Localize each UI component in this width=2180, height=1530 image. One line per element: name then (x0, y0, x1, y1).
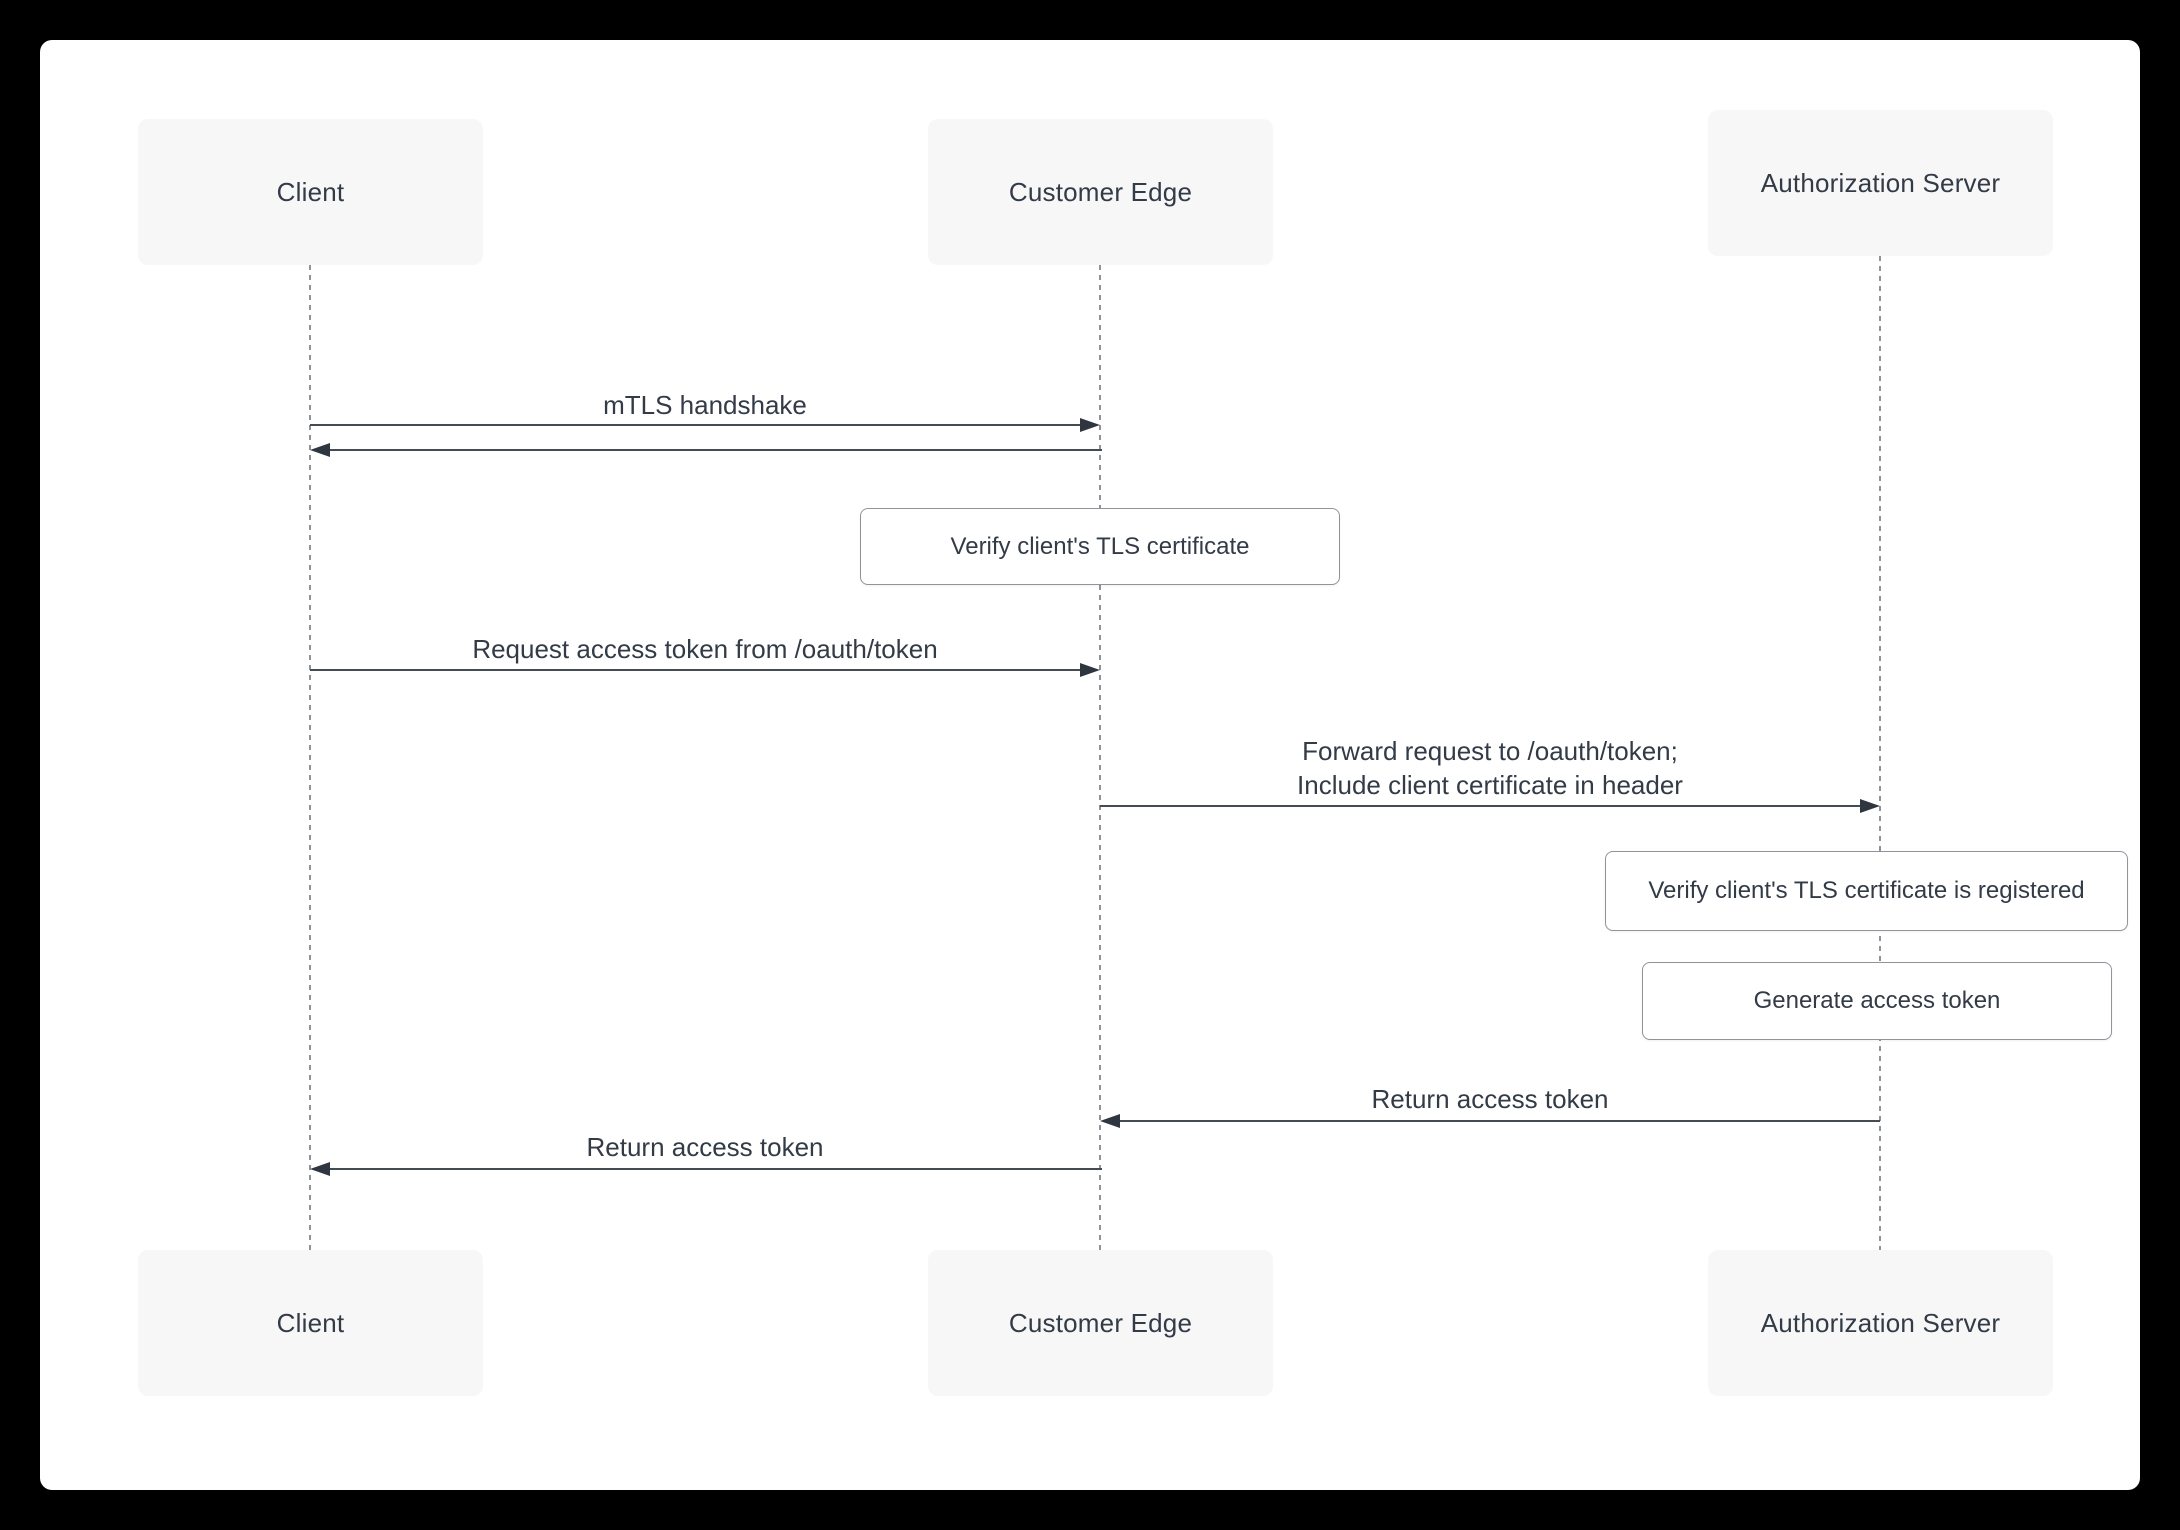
arrowhead-left-icon (310, 443, 330, 457)
actor-box-client-bottom: Client (138, 1250, 483, 1396)
lifeline-authorization-server (1879, 256, 1881, 1250)
actor-box-authorization-server-top: Authorization Server (1708, 110, 2053, 256)
actor-label-client: Client (276, 176, 345, 207)
actor-label-customer-edge: Customer Edge (1008, 176, 1193, 207)
actor-box-customer-edge-bottom: Customer Edge (928, 1250, 1273, 1396)
actor-label-customer-edge: Customer Edge (1008, 1307, 1193, 1338)
message-line (324, 1168, 1102, 1170)
message-label: Return access token (586, 1132, 824, 1162)
lifeline-client (309, 265, 311, 1250)
note-generate-token: Generate access token (1642, 962, 2112, 1040)
lifeline-customer-edge (1099, 265, 1101, 1250)
message-label-line-2: Include client certificate in header (1297, 770, 1683, 800)
arrowhead-right-icon (1080, 663, 1100, 677)
actor-label-authorization-server: Authorization Server (1760, 167, 2001, 198)
message-label-line-1: Forward request to /oauth/token; (1302, 736, 1678, 766)
note-verify-cert-registered: Verify client's TLS certificate is regis… (1605, 851, 2128, 931)
note-label: Verify client's TLS certificate is regis… (1648, 877, 2085, 904)
actor-label-client: Client (276, 1307, 345, 1338)
message-label: Forward request to /oauth/token; Include… (1297, 734, 1683, 802)
message-line (310, 424, 1086, 426)
actor-box-authorization-server-bottom: Authorization Server (1708, 1250, 2053, 1396)
message-label: Request access token from /oauth/token (472, 634, 938, 664)
message-line (1100, 805, 1866, 807)
arrowhead-right-icon (1860, 799, 1880, 813)
message-line (1114, 1120, 1880, 1122)
actor-label-authorization-server: Authorization Server (1760, 1307, 2001, 1338)
diagram-canvas: Client Customer Edge Authorization Serve… (40, 40, 2140, 1490)
message-line (310, 669, 1086, 671)
message-label: Return access token (1371, 1084, 1609, 1114)
message-line (324, 449, 1102, 451)
note-label: Generate access token (1753, 987, 2001, 1014)
message-label: mTLS handshake (603, 390, 807, 420)
arrowhead-left-icon (1100, 1114, 1120, 1128)
note-verify-client-cert: Verify client's TLS certificate (860, 508, 1340, 585)
arrowhead-right-icon (1080, 418, 1100, 432)
actor-box-client-top: Client (138, 119, 483, 265)
arrowhead-left-icon (310, 1162, 330, 1176)
note-label: Verify client's TLS certificate (950, 532, 1250, 560)
actor-box-customer-edge-top: Customer Edge (928, 119, 1273, 265)
